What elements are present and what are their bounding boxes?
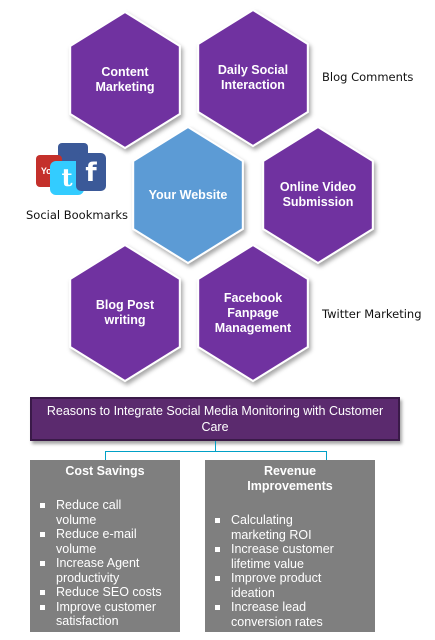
reasons-title: Reasons to Integrate Social Media Monito… [46, 404, 384, 434]
revenue-item: Increase customer lifetime value [205, 542, 375, 571]
connector-vertical [215, 441, 216, 451]
hex-daily-social-interaction [197, 8, 309, 148]
blog-comments-label: Blog Comments [322, 70, 414, 84]
cost-savings-item-text: Reduce SEO costs [56, 585, 162, 599]
hex-online-video-submission [262, 125, 374, 265]
bullet-icon [40, 604, 45, 610]
hex-blog-post-writing [69, 243, 181, 383]
hex-label-facebook-fanpage: Facebook Fanpage Management [214, 290, 292, 335]
revenue-item: Increase lead conversion rates [205, 600, 375, 629]
hex-label-content-marketing: Content Marketing [95, 65, 155, 94]
revenue-item-text: Improve product ideation [231, 571, 322, 600]
hex-label-daily-social-interaction: Daily Social Interaction [217, 63, 289, 92]
hex-label-online-video-submission: Online Video Submission [279, 180, 357, 209]
hexagon-diagram [69, 8, 374, 383]
hex-label-blog-post-writing: Blog Post writing [95, 298, 155, 327]
cost-savings-item-text: Increase Agent productivity [56, 556, 140, 585]
social-icons-cluster: You t f [36, 143, 106, 198]
bullet-icon [215, 605, 220, 610]
revenue-item: Calculating marketing ROI [205, 513, 375, 542]
bullet-icon [215, 547, 220, 552]
cost-savings-item-text: Improve customer satisfaction [56, 599, 157, 629]
revenue-item-text: Increase lead conversion rates [231, 600, 323, 629]
hex-content-marketing [69, 10, 181, 150]
social-bookmarks-label: Social Bookmarks [26, 208, 129, 222]
bullet-icon [40, 561, 45, 566]
cost-savings-item-text: Reduce e-mail volume [56, 527, 137, 556]
cost-savings-item: Reduce e-mail volume [30, 527, 180, 556]
hex-your-website [132, 125, 244, 265]
revenue-panel: Revenue Improvements Calculating marketi… [205, 460, 375, 632]
revenue-heading: Revenue Improvements [247, 464, 333, 493]
hex-facebook-fanpage [197, 243, 309, 383]
connector-horizontal [105, 451, 327, 461]
revenue-item-text: Increase customer lifetime value [231, 542, 334, 571]
reasons-title-box: Reasons to Integrate Social Media Monito… [30, 397, 400, 441]
twitter-marketing-label: Twitter Marketing [322, 307, 422, 321]
cost-savings-item: Improve customer satisfaction [30, 600, 180, 629]
bullet-icon [215, 518, 220, 523]
hex-label-your-website: Your Website [148, 187, 228, 202]
cost-savings-item-text: Reduce call volume [56, 498, 122, 527]
revenue-item: Improve product ideation [205, 571, 375, 600]
bullet-icon [40, 590, 45, 595]
bullet-icon [40, 503, 45, 508]
cost-savings-item: Reduce call volume [30, 498, 180, 527]
revenue-item-text: Calculating marketing ROI [231, 513, 312, 542]
cost-savings-item: Reduce SEO costs [30, 585, 180, 600]
bullet-icon [40, 532, 45, 537]
bullet-icon [215, 576, 220, 581]
cost-savings-item: Increase Agent productivity [30, 556, 180, 585]
cost-savings-heading: Cost Savings [65, 464, 145, 478]
facebook-icon: f [76, 153, 106, 191]
